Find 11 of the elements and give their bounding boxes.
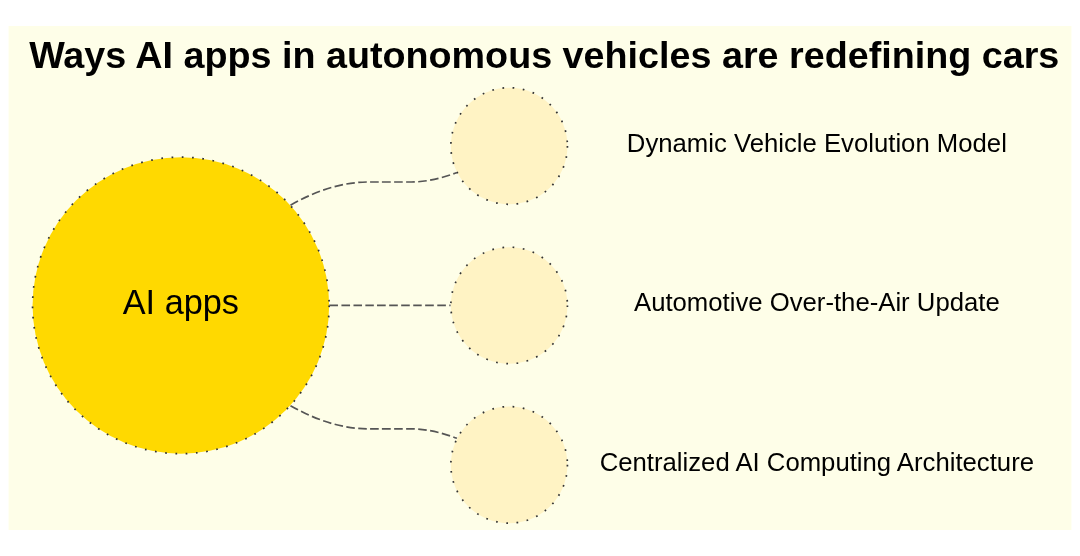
connector [289, 404, 458, 440]
node-label: Dynamic Vehicle Evolution Model [626, 129, 1007, 157]
connector [328, 304, 452, 307]
node-circle [450, 405, 569, 524]
node-label: Automotive Over-the-Air Update [634, 288, 1000, 317]
diagram-title: Ways AI apps in autonomous vehicles are redefining cars [29, 34, 1060, 77]
node-circle [450, 86, 569, 206]
connector [289, 171, 458, 207]
node-label: Centralized AI Computing Architecture [599, 447, 1035, 476]
node-circle [450, 246, 569, 365]
node-circle: AI apps [31, 156, 330, 455]
